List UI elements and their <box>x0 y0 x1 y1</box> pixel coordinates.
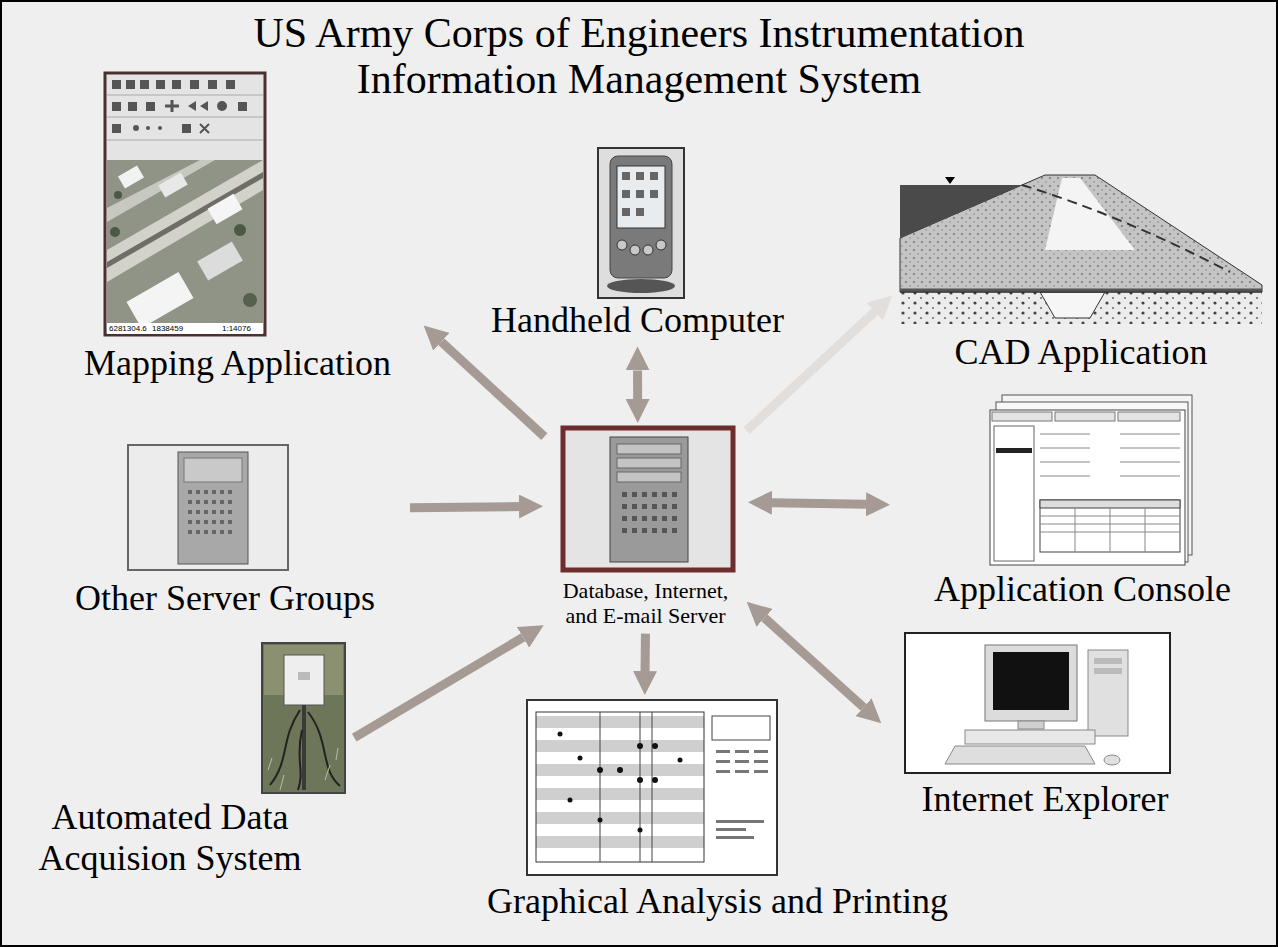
status-bar-text: 1838459 <box>152 324 183 334</box>
node-caption: Other Server Groups <box>45 578 405 619</box>
picture-node: Graphical Analysis and Printing <box>450 700 985 922</box>
flow-arrow <box>765 618 864 707</box>
node-caption: Database, Internet, and E-mail Server <box>548 578 743 629</box>
picture-node: Application Console <box>895 395 1270 610</box>
flow-arrow <box>354 637 523 737</box>
picture-node: Database, Internet, and E-mail Server <box>548 428 743 629</box>
handheld-picture <box>598 148 684 298</box>
field-station-photo <box>262 643 345 793</box>
picture-slot <box>905 633 1170 773</box>
flow-arrow <box>633 370 642 399</box>
picture-node: Internet Explorer <box>885 633 1205 820</box>
status-bar-text: 1:14076 <box>222 324 251 334</box>
console-screenshot <box>990 395 1192 565</box>
node-caption: Mapping Application <box>55 343 420 384</box>
status-bar-text: 6281304.6 <box>109 324 147 334</box>
picture-slot <box>598 148 684 298</box>
picture-node: Mapping Application <box>55 73 420 384</box>
picture-slot <box>990 395 1195 565</box>
plot-printout <box>527 700 777 875</box>
dam-cross-section <box>900 175 1262 324</box>
node-caption: Internet Explorer <box>885 779 1205 820</box>
server-tower-picture <box>128 445 288 570</box>
picture-node: Other Server Groups <box>45 445 405 619</box>
mapping-screenshot <box>105 73 265 335</box>
picture-slot <box>128 445 288 570</box>
node-caption: Application Console <box>895 569 1270 610</box>
central-server-picture <box>563 428 733 570</box>
flow-arrow <box>410 507 519 508</box>
picture-slot <box>262 643 345 793</box>
node-caption: Automated Data Acquision System <box>25 797 315 880</box>
flow-arrow <box>772 503 866 505</box>
flow-arrow <box>641 634 650 671</box>
node-caption: Handheld Computer <box>465 300 810 341</box>
diagram-title: US Army Corps of Engineers Instrumentati… <box>199 10 1079 102</box>
workstation-picture <box>905 633 1170 773</box>
picture-slot <box>105 73 265 335</box>
picture-node: Automated Data Acquision System <box>25 643 350 880</box>
picture-node: CAD Application <box>896 170 1266 373</box>
picture-slot <box>527 700 777 875</box>
picture-slot <box>563 428 733 570</box>
node-caption: Graphical Analysis and Printing <box>450 881 985 922</box>
flow-arrow <box>441 342 544 437</box>
node-caption: CAD Application <box>896 332 1266 373</box>
picture-slot <box>900 170 1262 298</box>
picture-node: Handheld Computer <box>465 148 810 341</box>
